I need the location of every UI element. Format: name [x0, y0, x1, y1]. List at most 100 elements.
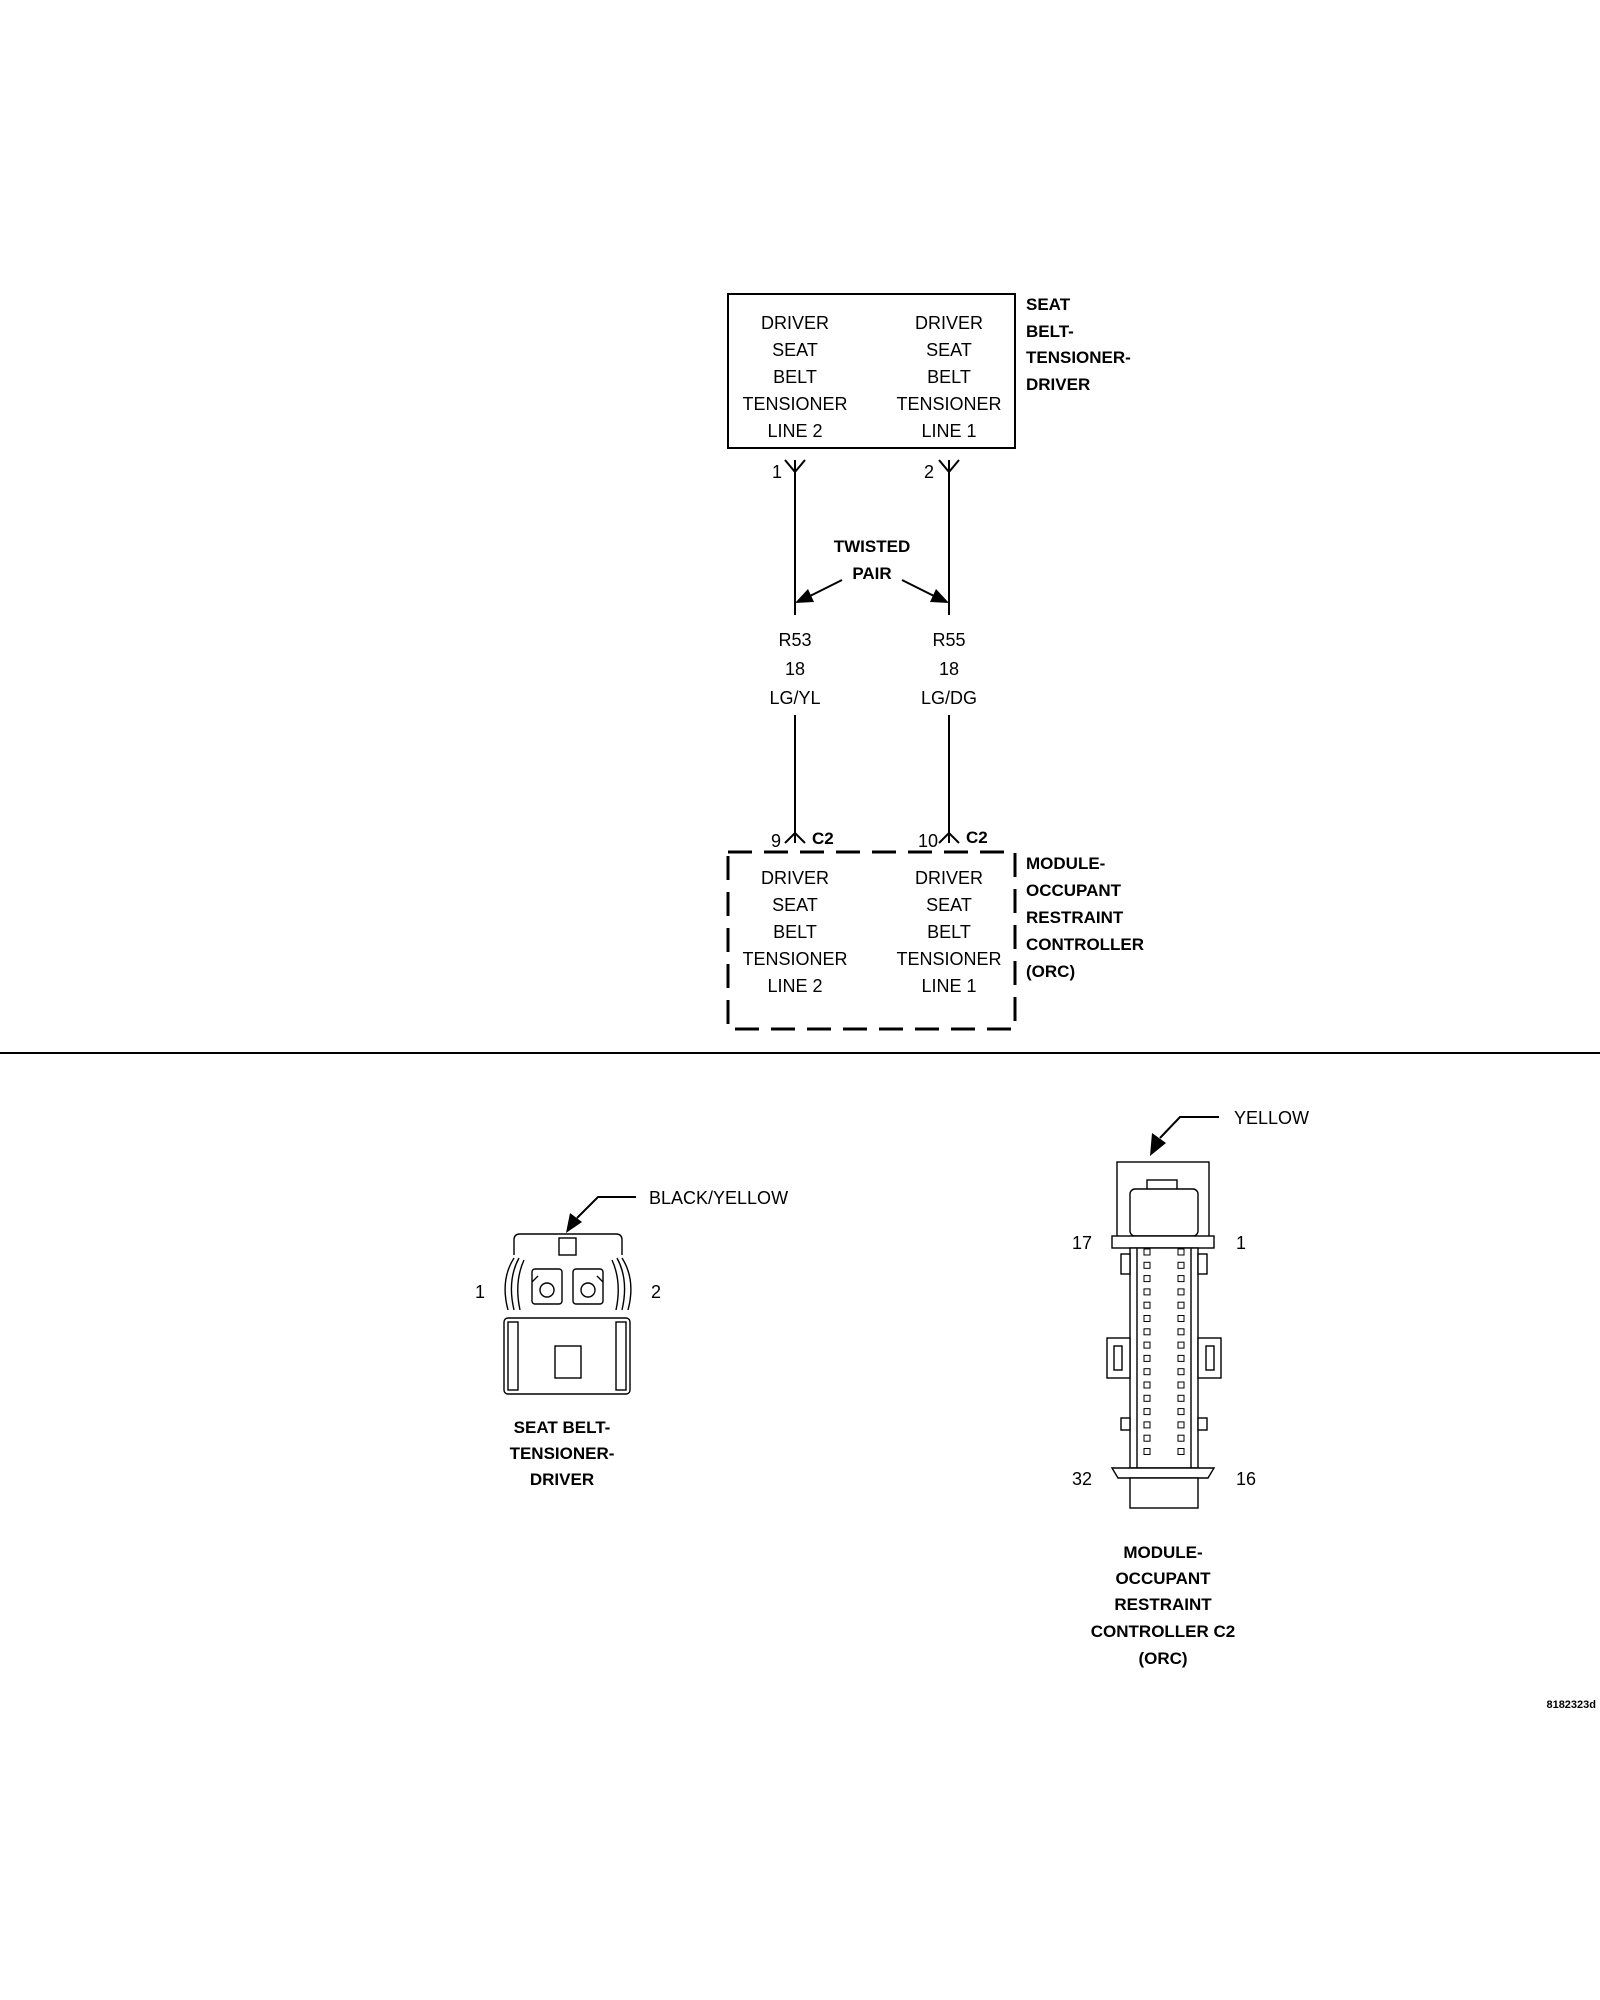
- pin-cavity: [1143, 1301, 1151, 1309]
- caption-line: TENSIONER-: [510, 1444, 615, 1463]
- pin-cavity: [1177, 1275, 1185, 1283]
- pin-terminal-1: [784, 459, 806, 474]
- wire-code-right: R55 18 LG/DG: [921, 630, 977, 708]
- orc-component-box: [726, 850, 1017, 1031]
- connector-id-right: C2: [966, 828, 988, 847]
- orc-right-line: SEAT: [926, 895, 972, 915]
- orc-connector-drawing: [1106, 1161, 1222, 1509]
- pin-cavity: [1143, 1394, 1151, 1402]
- caption-line: OCCUPANT: [1115, 1569, 1211, 1588]
- orc-label-line: RESTRAINT: [1026, 908, 1124, 927]
- wire-circuit: R53: [778, 630, 811, 650]
- pin-cavity: [1143, 1368, 1151, 1376]
- pin-cavity: [1177, 1315, 1185, 1322]
- pin-cavity: [1177, 1248, 1185, 1256]
- orc-color-callout: YELLOW: [1150, 1108, 1309, 1156]
- orc-label-line: OCCUPANT: [1026, 881, 1122, 900]
- tensioner-label-line: BELT-: [1026, 322, 1074, 341]
- orc-pin-cavities: [1143, 1248, 1185, 1455]
- tensioner-right-line: LINE 1: [921, 421, 976, 441]
- pin-cavity: [1177, 1341, 1185, 1349]
- tensioner-label-line: SEAT: [1026, 295, 1071, 314]
- orc-left-line: LINE 2: [767, 976, 822, 996]
- orc-connector-pin-32: 32: [1072, 1469, 1092, 1489]
- orc-connector-pin-16: 16: [1236, 1469, 1256, 1489]
- caption-line: RESTRAINT: [1114, 1595, 1212, 1614]
- tensioner-connector-color: BLACK/YELLOW: [649, 1188, 788, 1208]
- tensioner-left-line: TENSIONER: [742, 394, 847, 414]
- orc-connector-color: YELLOW: [1234, 1108, 1309, 1128]
- tensioner-connector-pin-right: 2: [651, 1282, 661, 1302]
- orc-left-line: TENSIONER: [742, 949, 847, 969]
- pin-cavity: [1177, 1434, 1185, 1442]
- pin-cavity: [1143, 1248, 1151, 1256]
- orc-label-line: MODULE-: [1026, 854, 1105, 873]
- twisted-pair-line: PAIR: [852, 564, 891, 583]
- tensioner-component-box: [727, 293, 1016, 449]
- orc-connector-caption: MODULE- OCCUPANT RESTRAINT CONTROLLER C2…: [1091, 1543, 1236, 1668]
- tensioner-left-line: DRIVER: [761, 313, 829, 333]
- pin-cavity: [1143, 1328, 1151, 1336]
- connector-id-left: C2: [812, 829, 834, 848]
- orc-col-right: DRIVER SEAT BELT TENSIONER LINE 1: [896, 868, 1001, 996]
- arrow-head: [930, 589, 949, 603]
- pin-cavity: [1143, 1275, 1151, 1283]
- pin-cavity: [1143, 1341, 1151, 1349]
- orc-right-line: TENSIONER: [896, 949, 1001, 969]
- pin-terminal-9: [784, 831, 806, 844]
- tensioner-connector-pin-left: 1: [475, 1282, 485, 1302]
- pin-cavity: [1177, 1354, 1185, 1362]
- tensioner-label-line: DRIVER: [1026, 375, 1090, 394]
- wire-color: LG/YL: [769, 688, 820, 708]
- wire-code-left: R53 18 LG/YL: [769, 630, 820, 708]
- pin-cavity: [1143, 1315, 1151, 1322]
- pin-cavity: [1143, 1354, 1151, 1362]
- pin-cavity: [1143, 1434, 1151, 1442]
- caption-line: CONTROLLER C2: [1091, 1622, 1236, 1641]
- tensioner-left-line: BELT: [773, 367, 817, 387]
- caption-line: MODULE-: [1123, 1543, 1202, 1562]
- tensioner-connector-caption: SEAT BELT- TENSIONER- DRIVER: [510, 1418, 615, 1489]
- pin-cavity: [1143, 1381, 1151, 1389]
- bottom-pin-right: 10: [918, 831, 938, 851]
- pin-cavity: [1177, 1408, 1185, 1416]
- arrow-head: [1150, 1133, 1166, 1156]
- caption-line: DRIVER: [530, 1470, 594, 1489]
- wire-gauge: 18: [785, 659, 805, 679]
- bottom-pin-left: 9: [771, 831, 781, 851]
- orc-col-left: DRIVER SEAT BELT TENSIONER LINE 2: [742, 868, 847, 996]
- pin-cavity: [1143, 1448, 1151, 1455]
- pin-cavity: [1177, 1394, 1185, 1402]
- pin-cavity: [1177, 1448, 1185, 1455]
- pin-cavity: [1177, 1381, 1185, 1389]
- wire-r53: [784, 459, 806, 844]
- tensioner-right-line: DRIVER: [915, 313, 983, 333]
- pin-terminal-10: [938, 831, 960, 844]
- tensioner-col-right: DRIVER SEAT BELT TENSIONER LINE 1: [896, 313, 1001, 441]
- tensioner-connector-drawing: [503, 1233, 632, 1395]
- figure-id: 8182323d: [1546, 1699, 1596, 1711]
- wire-color: LG/DG: [921, 688, 977, 708]
- tensioner-right-line: SEAT: [926, 340, 972, 360]
- tensioner-component-label: SEAT BELT- TENSIONER- DRIVER: [1026, 295, 1131, 394]
- orc-left-line: SEAT: [772, 895, 818, 915]
- wire-gauge: 18: [939, 659, 959, 679]
- orc-connector-pin-17: 17: [1072, 1233, 1092, 1253]
- orc-right-line: LINE 1: [921, 976, 976, 996]
- tensioner-color-callout: BLACK/YELLOW: [566, 1188, 788, 1233]
- wire-circuit: R55: [932, 630, 965, 650]
- twisted-pair-callout: TWISTED PAIR: [795, 537, 949, 603]
- tensioner-label-line: TENSIONER-: [1026, 348, 1131, 367]
- arrow-head: [795, 589, 814, 603]
- caption-line: (ORC): [1138, 1649, 1187, 1668]
- pin-cavity: [1177, 1368, 1185, 1376]
- caption-line: SEAT BELT-: [514, 1418, 611, 1437]
- tensioner-col-left: DRIVER SEAT BELT TENSIONER LINE 2: [742, 313, 847, 441]
- tensioner-left-line: LINE 2: [767, 421, 822, 441]
- orc-component-label: MODULE- OCCUPANT RESTRAINT CONTROLLER (O…: [1026, 854, 1144, 981]
- orc-right-line: DRIVER: [915, 868, 983, 888]
- pin-cavity: [1177, 1288, 1185, 1296]
- wire-r55: [938, 459, 960, 844]
- arrow-head: [566, 1213, 582, 1233]
- tensioner-left-line: SEAT: [772, 340, 818, 360]
